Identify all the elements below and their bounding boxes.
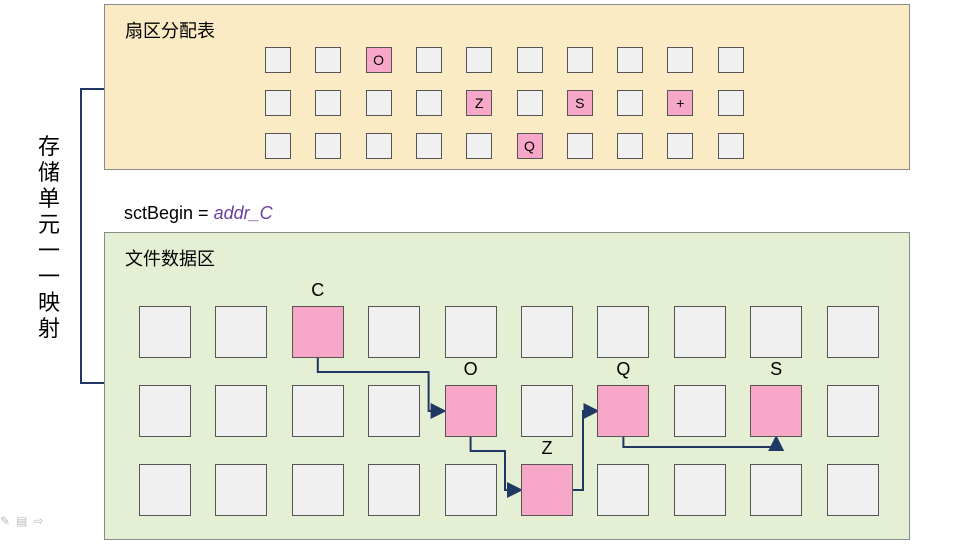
data-block: [826, 385, 879, 437]
sector-table-cell: [365, 90, 392, 116]
data-block: [215, 385, 268, 437]
data-block: [826, 464, 879, 516]
data-block: [444, 306, 497, 358]
data-block: [291, 385, 344, 437]
sector-table-cell-label: Z: [474, 95, 484, 111]
sector-table-cell: [315, 90, 342, 116]
sector-table-cell: Q: [516, 133, 543, 159]
data-block-used: [444, 385, 497, 437]
data-block: [215, 306, 268, 358]
sector-table-cell: [265, 133, 291, 159]
sector-table-cell-label: S: [575, 95, 585, 111]
sector-table-cell: [717, 47, 744, 73]
data-block: [139, 385, 191, 437]
data-block: [673, 385, 726, 437]
chain-arrow: [622, 435, 785, 451]
data-block: [597, 306, 650, 358]
sector-table-cell: [667, 133, 694, 159]
sector-table-cell: Z: [466, 90, 493, 116]
chain-arrow: [469, 437, 523, 498]
sector-table-cell: [566, 133, 593, 159]
sector-table-panel: 扇区分配表 O Z S + Q: [104, 4, 910, 170]
data-block-label: O: [463, 359, 478, 379]
sector-table-cell: [415, 47, 442, 73]
pen-icon[interactable]: ✎: [0, 514, 11, 528]
data-block: [139, 464, 191, 516]
data-block-label: C: [311, 280, 325, 300]
data-block-used: [291, 306, 344, 358]
mapping-bracket: [80, 88, 104, 384]
data-block-used: [750, 385, 803, 437]
sector-table-cell: O: [365, 47, 392, 73]
data-block: [750, 306, 803, 358]
data-area-title: 文件数据区: [125, 249, 215, 269]
data-block: [368, 306, 421, 358]
data-block: [368, 464, 421, 516]
data-block: [521, 306, 573, 358]
sector-table-cell: [415, 90, 442, 116]
data-block-used: [521, 464, 573, 516]
data-block: [521, 385, 573, 437]
data-block: [750, 464, 803, 516]
sector-table-cell: [315, 47, 342, 73]
data-block: [673, 464, 726, 516]
data-block: [673, 306, 726, 358]
sector-table-cell-label: +: [676, 95, 685, 111]
sector-table-cell: [516, 90, 543, 116]
data-block-used: [597, 385, 650, 437]
sector-table-cell: [466, 47, 493, 73]
sector-table-cell-label: Q: [524, 138, 535, 154]
menu-icon[interactable]: ▤: [16, 514, 28, 528]
data-block-label: Z: [541, 438, 553, 458]
sct-begin-line: sctBegin = addr_C: [124, 203, 273, 224]
sector-table-cell: [265, 47, 291, 73]
side-label: 存储单元一一映射: [37, 134, 60, 341]
sector-table-cell: [717, 90, 744, 116]
sector-table-cell: [717, 133, 744, 159]
chain-arrow: [316, 358, 447, 419]
sct-begin-value: addr_C: [213, 203, 273, 223]
sector-table-cell: [415, 133, 442, 159]
sector-table-cell-label: O: [373, 52, 385, 68]
sector-table-cell: [365, 133, 392, 159]
data-block: [368, 385, 421, 437]
next-icon[interactable]: ⇨: [33, 514, 44, 528]
sector-table-cell: [315, 133, 342, 159]
sector-table-cell: [617, 133, 644, 159]
sector-table-cell: [466, 133, 493, 159]
sector-table-cell: S: [566, 90, 593, 116]
data-block-label: S: [770, 359, 783, 379]
sector-table-cell: [265, 90, 291, 116]
data-block-label: Q: [616, 359, 631, 379]
data-block: [826, 306, 879, 358]
sector-table-cell: +: [667, 90, 694, 116]
data-block: [215, 464, 268, 516]
data-block: [291, 464, 344, 516]
sector-table-cell: [667, 47, 694, 73]
sector-table-cell: [617, 90, 644, 116]
chain-arrow: [573, 403, 600, 491]
sector-table-title: 扇区分配表: [125, 21, 215, 41]
sector-table-cell: [566, 47, 593, 73]
data-block: [139, 306, 191, 358]
sector-table-cell: [516, 47, 543, 73]
data-block: [597, 464, 650, 516]
sct-begin-prefix: sctBegin =: [124, 203, 214, 223]
data-block: [444, 464, 497, 516]
slide-controls[interactable]: ✎ ▤ ⇨: [0, 514, 49, 528]
sector-table-cell: [617, 47, 644, 73]
